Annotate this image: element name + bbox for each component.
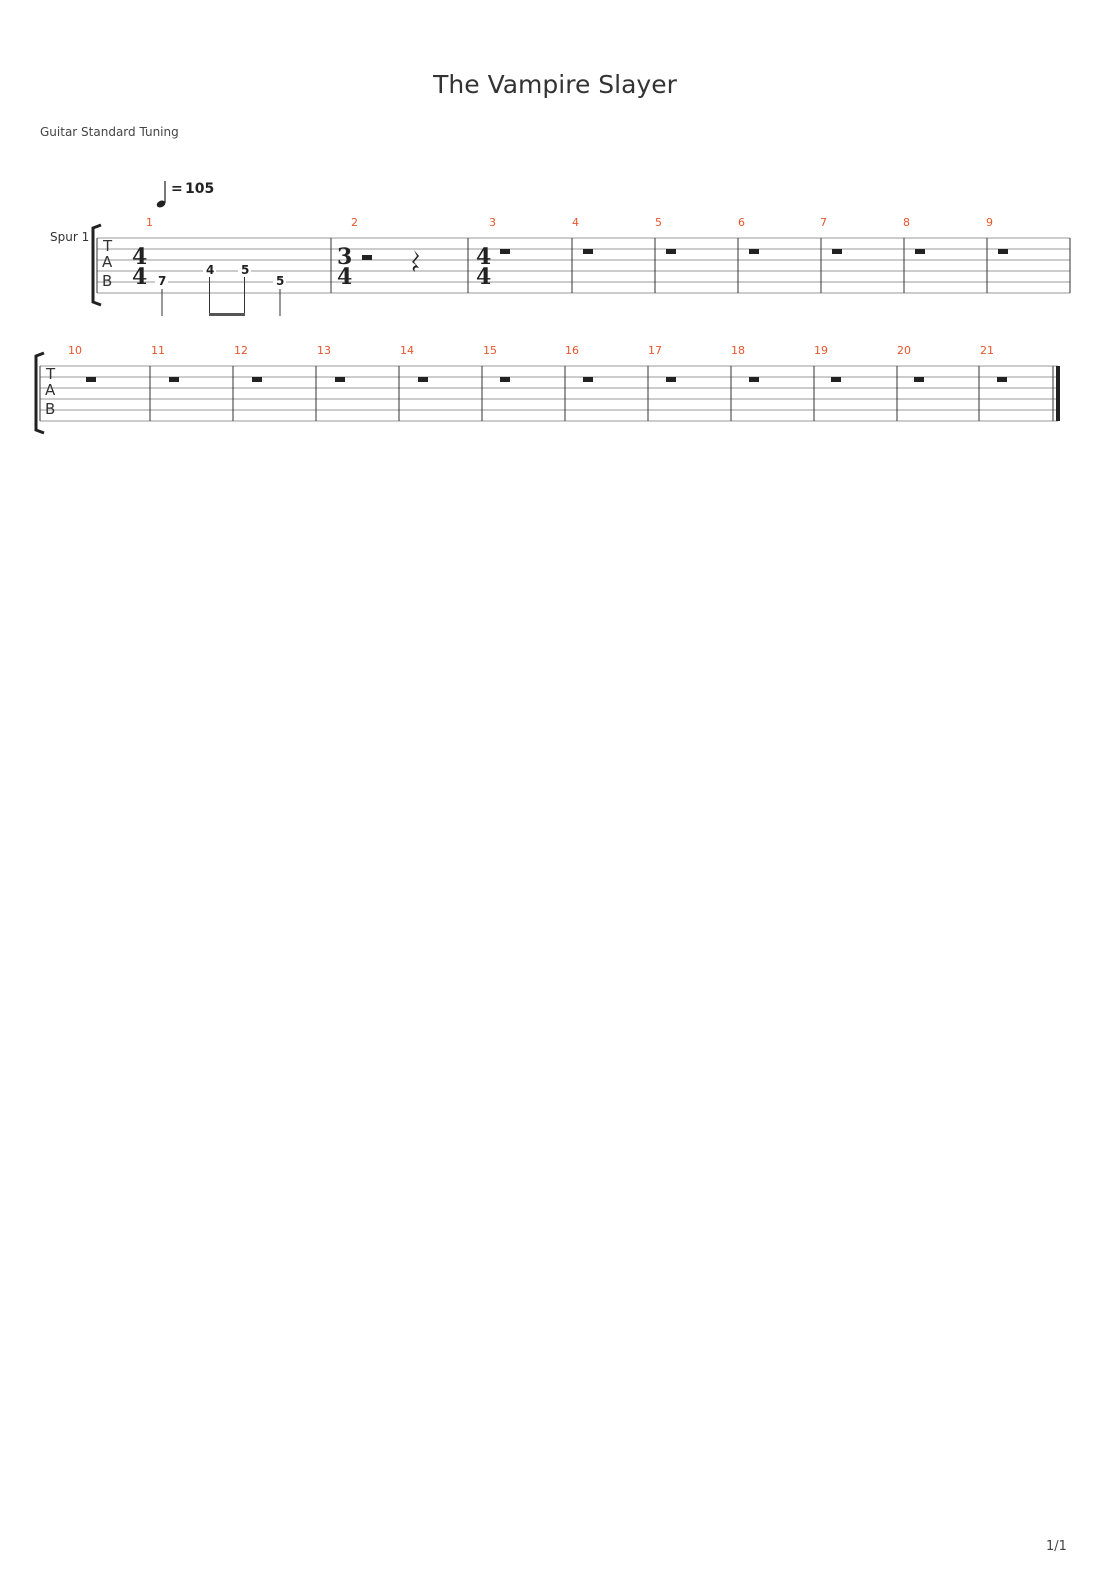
measure-number: 11 — [151, 344, 165, 357]
system-bracket — [34, 351, 45, 435]
staff-lines — [97, 237, 1070, 294]
measure-number: 14 — [400, 344, 414, 357]
measure-number: 18 — [731, 344, 745, 357]
note-beam — [209, 313, 245, 316]
time-signature-top: 3 — [337, 244, 352, 270]
barlines — [39, 366, 1054, 421]
system-2: T A B 10 11 12 13 14 15 16 17 18 19 20 2… — [34, 344, 1060, 435]
tab-note: 5 — [276, 274, 284, 288]
tab-letter-b: B — [102, 272, 112, 290]
song-title: The Vampire Slayer — [433, 70, 677, 99]
measure-number: 6 — [738, 216, 745, 229]
measure-number: 9 — [986, 216, 993, 229]
final-barline — [1056, 366, 1060, 421]
measure-number: 5 — [655, 216, 662, 229]
time-signature-top: 4 — [476, 244, 491, 270]
tuning-label: Guitar Standard Tuning — [40, 125, 179, 139]
measure-number: 2 — [351, 216, 358, 229]
measure-number: 1 — [146, 216, 153, 229]
quarter-note-icon — [156, 200, 166, 208]
tab-letter-a: A — [102, 253, 113, 271]
measure-number: 3 — [489, 216, 496, 229]
time-signature-bottom: 4 — [337, 264, 352, 290]
half-rest — [362, 255, 372, 260]
system-1: T A B 1 2 3 4 5 6 7 8 9 4 4 3 4 4 4 7 4 … — [91, 216, 1071, 316]
tab-letter-t: T — [102, 237, 113, 255]
tab-note: 4 — [206, 263, 214, 277]
whole-rests — [500, 249, 1008, 254]
tab-letter-b: B — [45, 400, 55, 418]
tempo-marking: = 105 — [156, 181, 214, 208]
tempo-equals: = — [171, 181, 183, 197]
track-name: Spur 1 — [50, 230, 89, 244]
tab-note: 5 — [241, 263, 249, 277]
tab-letter-a: A — [45, 381, 56, 399]
tab-note: 7 — [158, 274, 166, 288]
whole-rests — [86, 377, 1007, 382]
measure-number: 4 — [572, 216, 579, 229]
measure-number: 20 — [897, 344, 911, 357]
page-number: 1/1 — [1046, 1539, 1067, 1554]
time-signature-bottom: 4 — [476, 264, 491, 290]
measure-number: 21 — [980, 344, 994, 357]
measure-number: 10 — [68, 344, 82, 357]
measure-number: 8 — [903, 216, 910, 229]
quarter-rest — [412, 250, 419, 272]
measure-number: 7 — [820, 216, 827, 229]
measure-number: 16 — [565, 344, 579, 357]
tab-letter-t: T — [45, 365, 56, 383]
measure-number: 15 — [483, 344, 497, 357]
staff-lines — [40, 365, 1058, 422]
system-bracket — [91, 223, 102, 307]
time-signature-bottom: 4 — [132, 264, 147, 290]
tempo-bpm: 105 — [185, 181, 214, 197]
note-stems — [161, 277, 281, 316]
time-signature-top: 4 — [132, 244, 147, 270]
measure-number: 19 — [814, 344, 828, 357]
barlines — [96, 238, 1071, 293]
measure-number: 12 — [234, 344, 248, 357]
measure-number: 17 — [648, 344, 662, 357]
measure-number: 13 — [317, 344, 331, 357]
